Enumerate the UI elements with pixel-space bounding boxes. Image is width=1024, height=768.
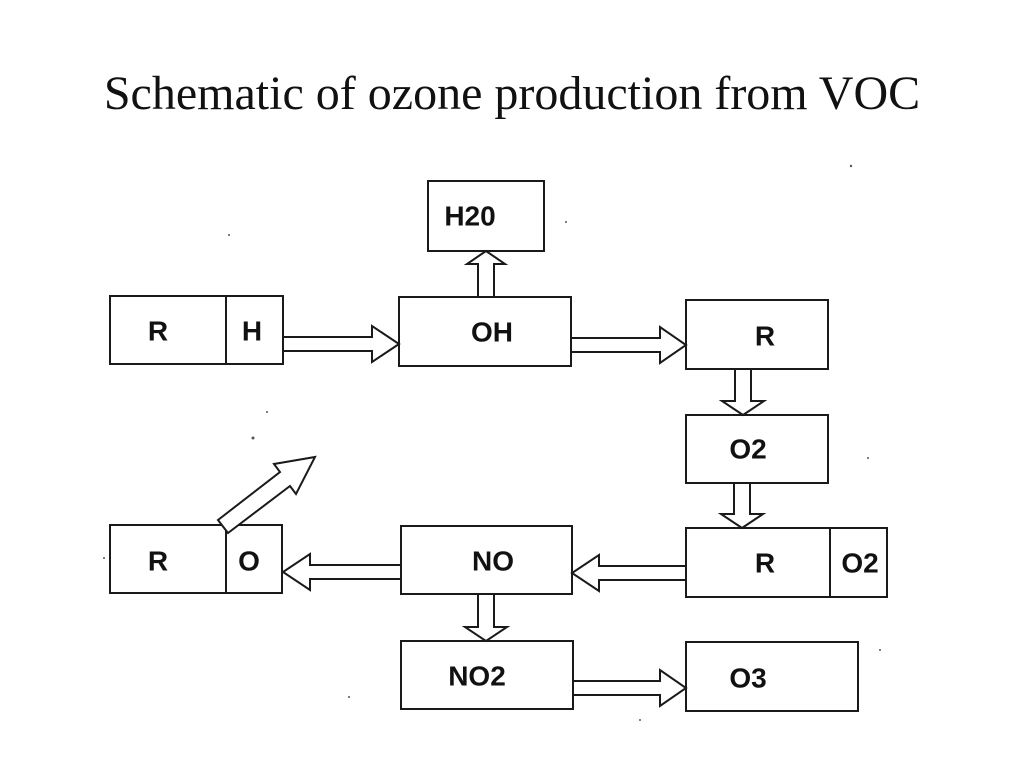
node-o3: O3 (685, 641, 859, 712)
arrow-no2-to-o3 (572, 668, 688, 708)
node-oh-label: OH (471, 317, 513, 348)
node-ro: R O (109, 524, 283, 594)
node-no-label: NO (472, 546, 514, 577)
node-h2o-label: H20 (444, 201, 495, 232)
arrow-ro-diagonal-shape (216, 455, 317, 535)
node-o2: O2 (685, 414, 829, 484)
node-no2: NO2 (400, 640, 574, 710)
node-ro2-o2-label: O2 (841, 548, 878, 579)
node-ro-r-label: R (148, 546, 168, 577)
arrow-no-to-ro (281, 552, 402, 592)
node-r-label: R (755, 321, 775, 352)
node-o3-label: O3 (729, 663, 766, 694)
node-no2-label: NO2 (448, 661, 506, 692)
node-rh-h-label: H (242, 316, 262, 347)
arrow-r-to-o2 (718, 368, 768, 417)
slide-title: Schematic of ozone production from VOC (103, 67, 921, 120)
node-no: NO (400, 525, 573, 595)
node-oh: OH (398, 296, 572, 367)
node-rh: R H (109, 295, 284, 365)
scan-specks (103, 164, 881, 721)
arrow-o2-to-ro2 (717, 482, 767, 530)
node-ro-o-label: O (238, 546, 260, 577)
arrow-rh-to-oh (282, 324, 401, 364)
arrow-no-to-no2 (461, 593, 511, 643)
arrow-ro2-to-no (570, 553, 687, 593)
arrow-oh-to-r (570, 325, 688, 365)
node-o2-label: O2 (729, 434, 766, 465)
arrow-oh-to-h2o (463, 249, 509, 298)
node-rh-r-label: R (148, 316, 168, 347)
node-r: R (685, 299, 829, 370)
node-ro2-r-label: R (755, 548, 775, 579)
node-h2o: H20 (427, 180, 545, 252)
node-ro2: R O2 (685, 527, 888, 598)
